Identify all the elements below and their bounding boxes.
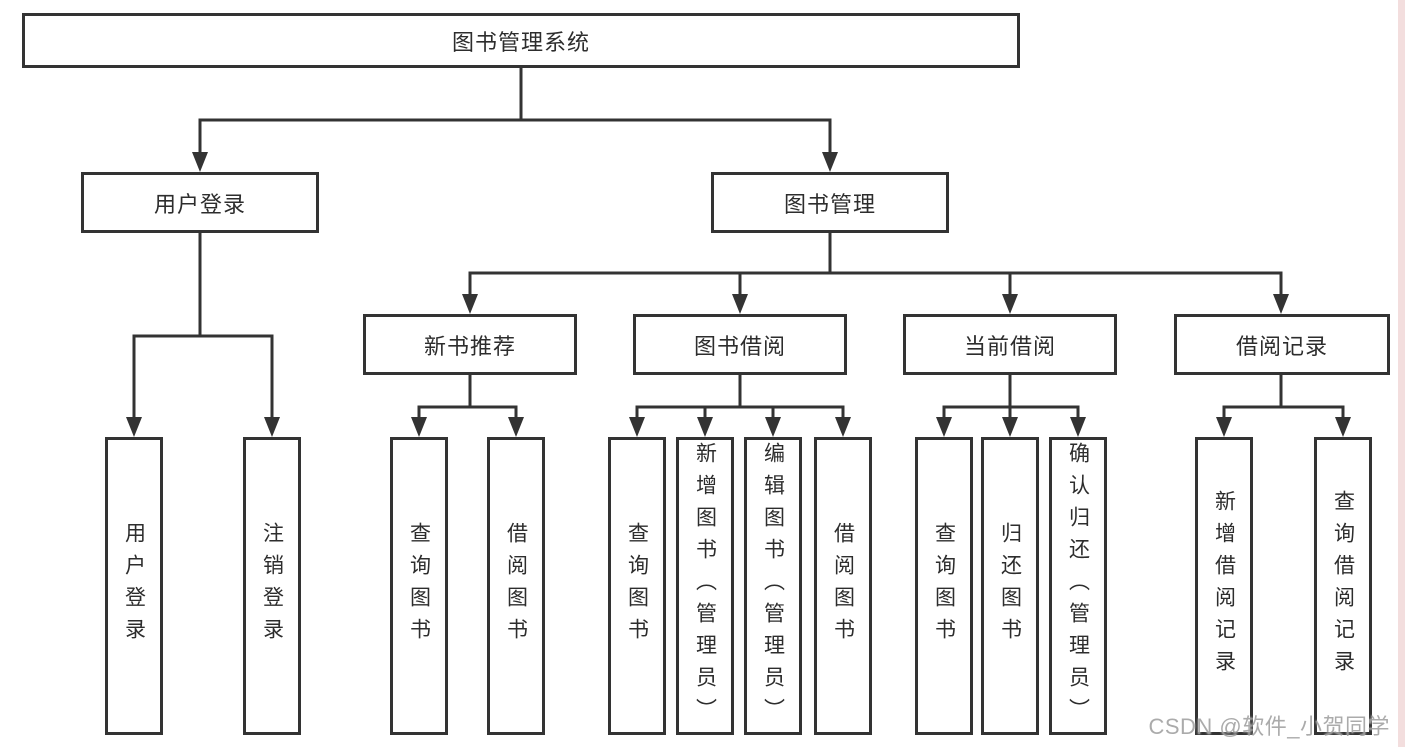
leaf-add-books-admin: 新增图书（管理员） — [676, 437, 734, 735]
node-new-book-recommendation: 新书推荐 — [363, 314, 577, 375]
leaf-confirm-return-admin: 确认归还（管理员） — [1049, 437, 1107, 735]
leaf-query-borrow-record: 查询借阅记录 — [1314, 437, 1372, 735]
leaf-add-borrow-record: 新增借阅记录 — [1195, 437, 1253, 735]
leaf-user-login: 用户登录 — [105, 437, 163, 735]
right-edge-band — [1398, 0, 1405, 747]
leaf-borrow-books-recommend: 借阅图书 — [487, 437, 545, 735]
leaf-query-books-recommend: 查询图书 — [390, 437, 448, 735]
node-current-borrowing: 当前借阅 — [903, 314, 1117, 375]
leaf-return-books: 归还图书 — [981, 437, 1039, 735]
node-library-management-system: 图书管理系统 — [22, 13, 1020, 68]
node-borrowing-records: 借阅记录 — [1174, 314, 1390, 375]
leaf-query-books-borrow: 查询图书 — [608, 437, 666, 735]
leaf-logout-login: 注销登录 — [243, 437, 301, 735]
csdn-watermark: CSDN @软件_小贺同学 — [1148, 714, 1390, 739]
leaf-query-books-current: 查询图书 — [915, 437, 973, 735]
leaf-edit-books-admin: 编辑图书（管理员） — [744, 437, 802, 735]
leaf-borrow-books-borrow: 借阅图书 — [814, 437, 872, 735]
node-user-login: 用户登录 — [81, 172, 319, 233]
node-book-management: 图书管理 — [711, 172, 949, 233]
node-book-borrowing: 图书借阅 — [633, 314, 847, 375]
